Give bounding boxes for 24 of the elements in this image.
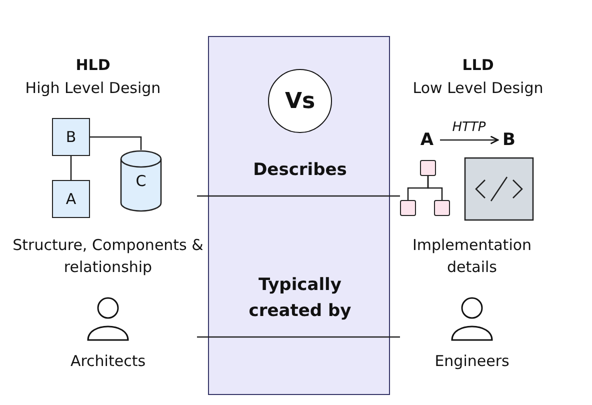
- component-box: A: [52, 180, 90, 218]
- endpoint-text: A: [418, 128, 436, 152]
- description-text: Implementation details: [411, 235, 533, 278]
- row-heading: Describes: [252, 159, 348, 182]
- tree-node-box: [434, 200, 450, 216]
- database-cylinder: C: [120, 150, 162, 212]
- connector-line: [70, 156, 72, 180]
- tree-node-box: [420, 160, 436, 176]
- column-subheading: Low Level Design: [412, 78, 544, 99]
- arrow: [440, 136, 499, 144]
- vs-circle: Vs: [268, 69, 332, 133]
- tree-node-box: [400, 200, 416, 216]
- connector-line: [427, 176, 443, 200]
- column-heading: LLD: [461, 55, 495, 76]
- endpoint-text: B: [500, 128, 518, 152]
- comparison-band: [208, 36, 390, 395]
- role-text: Architects: [69, 351, 147, 372]
- role-text: Engineers: [434, 351, 510, 372]
- column-heading: HLD: [74, 55, 112, 76]
- column-subheading: High Level Design: [24, 78, 162, 99]
- connector-line: [90, 136, 142, 150]
- description-text: Structure, Components & relationship: [12, 235, 204, 278]
- row-heading: Typically created by: [248, 274, 352, 323]
- component-box: B: [52, 118, 90, 156]
